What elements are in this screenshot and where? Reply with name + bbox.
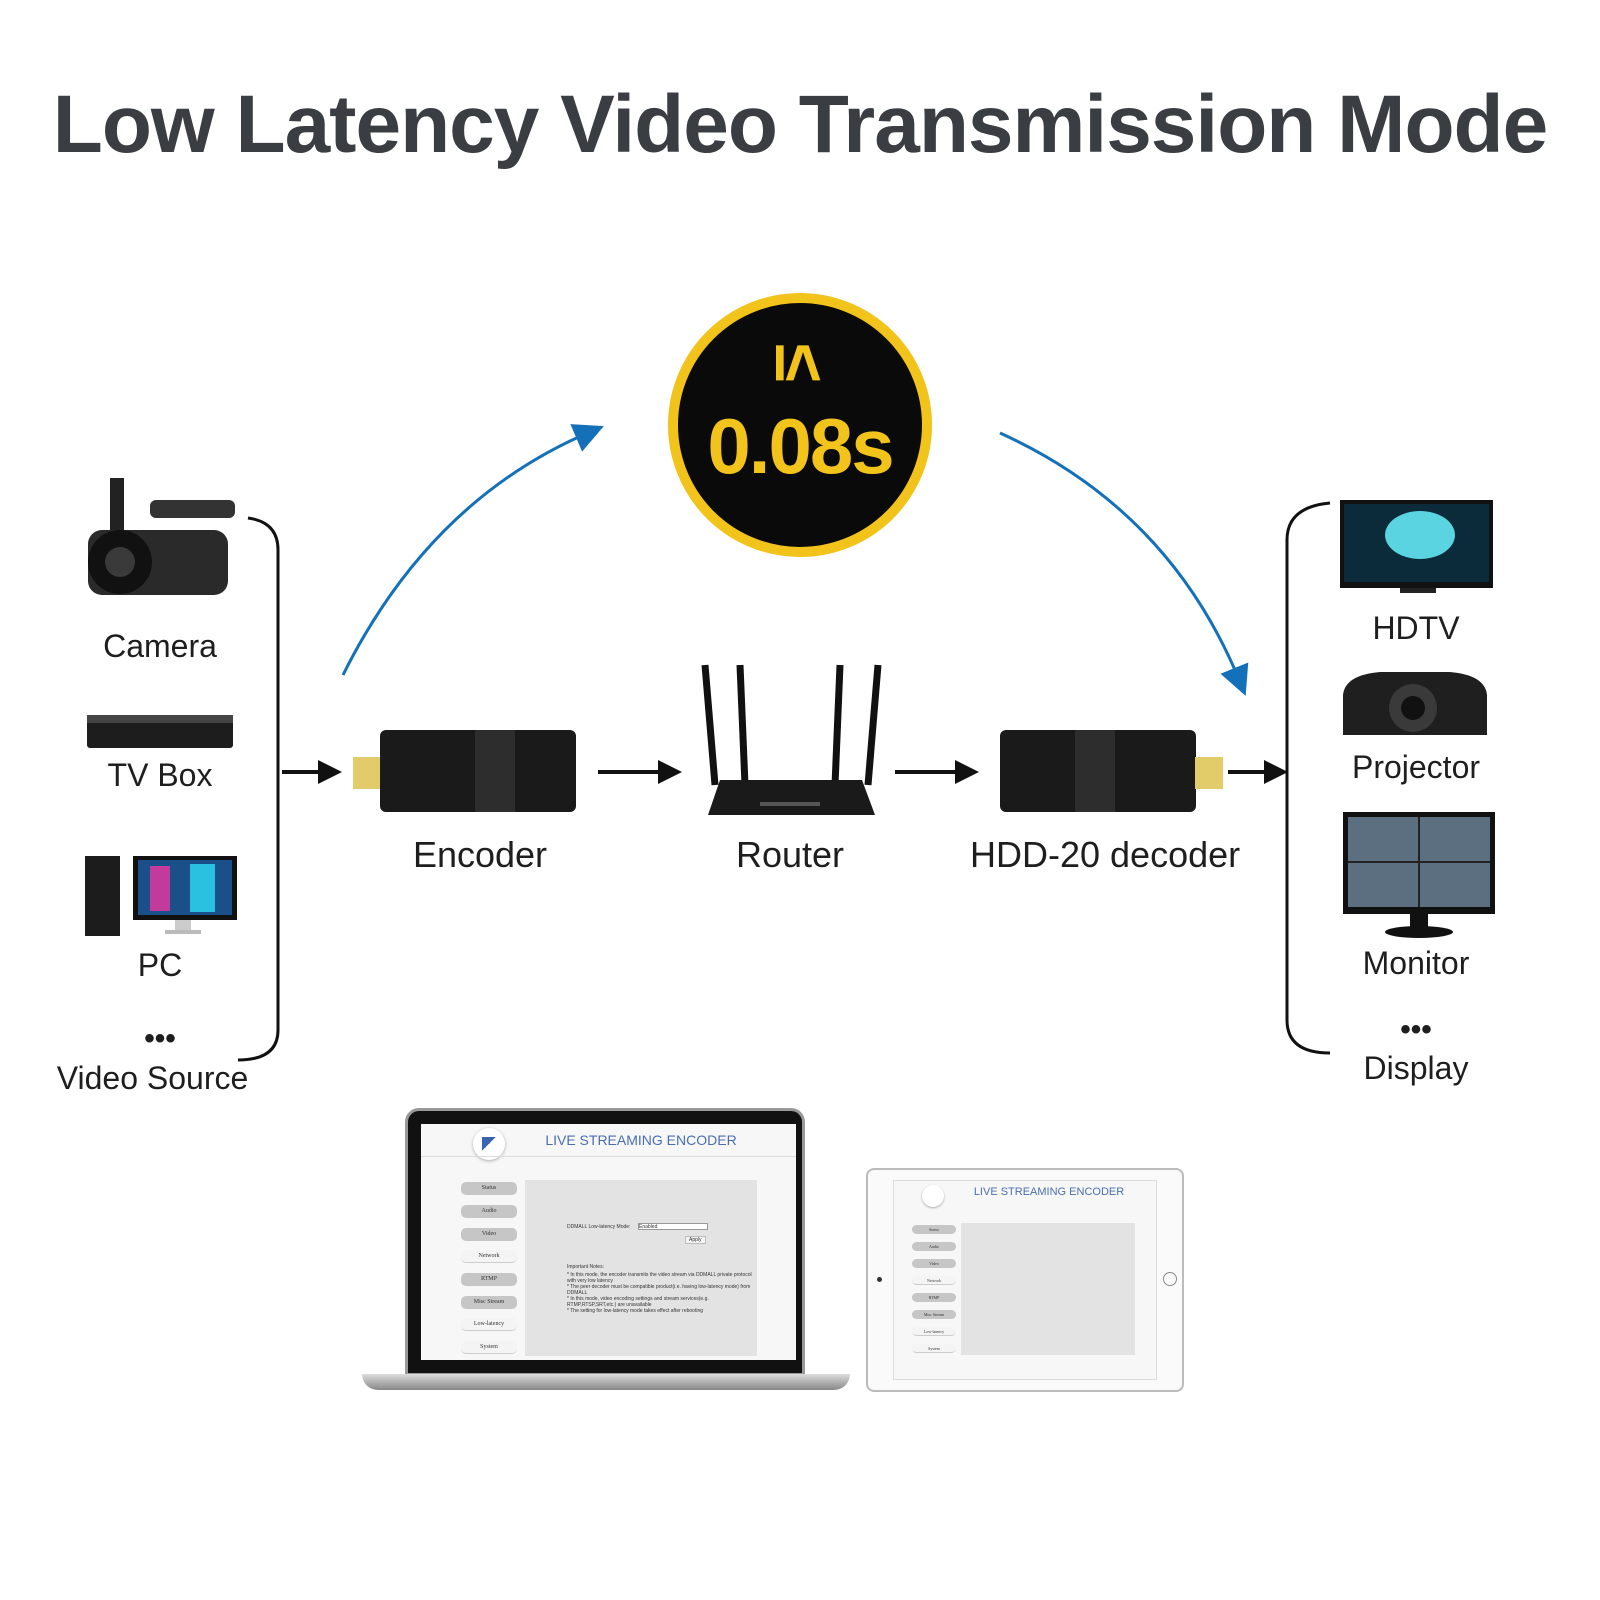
tv-box-icon <box>87 715 233 748</box>
menu-misc-stream[interactable]: Misc Stream <box>461 1296 517 1309</box>
tablet-screen: LIVE STREAMING ENCODER Status Audio Vide… <box>893 1180 1157 1380</box>
note-4: * The setting for low-latency mode takes… <box>567 1308 704 1314</box>
display-projector-label: Projector <box>1351 749 1481 785</box>
mode-select[interactable]: Enabled <box>638 1223 708 1230</box>
display-monitor-label: Monitor <box>1362 945 1470 981</box>
tablet-camera <box>877 1277 882 1282</box>
latency-badge: ≤ 0.08s <box>668 293 932 557</box>
display-more-dots: ••• <box>1400 1013 1432 1046</box>
tablet-logo-icon <box>922 1185 944 1207</box>
settings-panel: DDMALL Low-latency Mode: Enabled Apply I… <box>525 1180 757 1356</box>
notes-title: Important Notes: <box>567 1264 604 1270</box>
tablet-menu-system[interactable]: System <box>912 1344 956 1353</box>
apply-button[interactable]: Apply <box>685 1236 706 1244</box>
tablet-menu-rtmp[interactable]: RTMP <box>912 1293 956 1302</box>
monitor-icon <box>1343 812 1495 938</box>
latency-arrow-up <box>341 424 604 676</box>
source-pc-label: PC <box>137 947 183 983</box>
laptop-screen: LIVE STREAMING ENCODER Status Audio Vide… <box>421 1124 796 1360</box>
menu-rtmp[interactable]: RTMP <box>461 1273 517 1286</box>
projector-icon <box>1343 672 1487 735</box>
tablet-web-ui-header: LIVE STREAMING ENCODER <box>973 1186 1125 1198</box>
source-camera-label: Camera <box>103 628 217 664</box>
tablet-settings-panel <box>961 1223 1135 1355</box>
router-icon <box>701 664 882 815</box>
tablet-menu-video[interactable]: Video <box>912 1259 956 1268</box>
camera-icon <box>88 478 235 595</box>
encoder-device-icon <box>353 730 576 812</box>
source-bracket <box>237 516 280 1062</box>
source-more-dots: ••• <box>144 1022 176 1055</box>
menu-network[interactable]: Network <box>461 1250 517 1263</box>
source-tvbox-label: TV Box <box>107 757 213 793</box>
hdtv-icon <box>1340 500 1493 593</box>
note-1: * In this mode, the encoder transmits th… <box>567 1272 752 1284</box>
tablet-home-button[interactable] <box>1163 1272 1177 1286</box>
menu-video[interactable]: Video <box>461 1228 517 1241</box>
page-title: Low Latency Video Transmission Mode <box>52 79 1549 170</box>
menu-status[interactable]: Status <box>461 1182 517 1195</box>
encoder-label: Encoder <box>412 834 548 875</box>
video-source-label: Video Source <box>56 1060 249 1096</box>
tablet-menu-network[interactable]: Network <box>912 1276 956 1285</box>
decoder-device-icon <box>1000 730 1223 812</box>
latency-value: 0.08s <box>707 402 894 490</box>
tablet-menu-misc-stream[interactable]: Misc Stream <box>912 1310 956 1319</box>
tablet-menu-low-latency[interactable]: Low-latency <box>912 1327 956 1336</box>
decoder-label: HDD-20 decoder <box>970 834 1241 875</box>
tablet-menu-audio[interactable]: Audio <box>912 1242 956 1251</box>
display-label: Display <box>1363 1050 1469 1086</box>
note-3: * In this mode, video encoding settings … <box>567 1296 709 1308</box>
pc-icon <box>85 856 237 936</box>
menu-audio[interactable]: Audio <box>461 1205 517 1218</box>
latency-arrow-down <box>999 431 1249 696</box>
tablet-menu-status[interactable]: Status <box>912 1225 956 1234</box>
menu-low-latency[interactable]: Low-latency <box>461 1318 517 1331</box>
mode-label: DDMALL Low-latency Mode: <box>567 1224 631 1230</box>
logo-icon <box>473 1128 505 1160</box>
menu-system[interactable]: System <box>461 1341 517 1354</box>
router-label: Router <box>735 834 845 875</box>
web-ui-header: LIVE STREAMING ENCODER <box>545 1132 737 1148</box>
display-hdtv-label: HDTV <box>1372 610 1460 646</box>
note-2: * The peer decoder must be compatible pr… <box>567 1284 751 1296</box>
laptop-base <box>362 1374 850 1390</box>
